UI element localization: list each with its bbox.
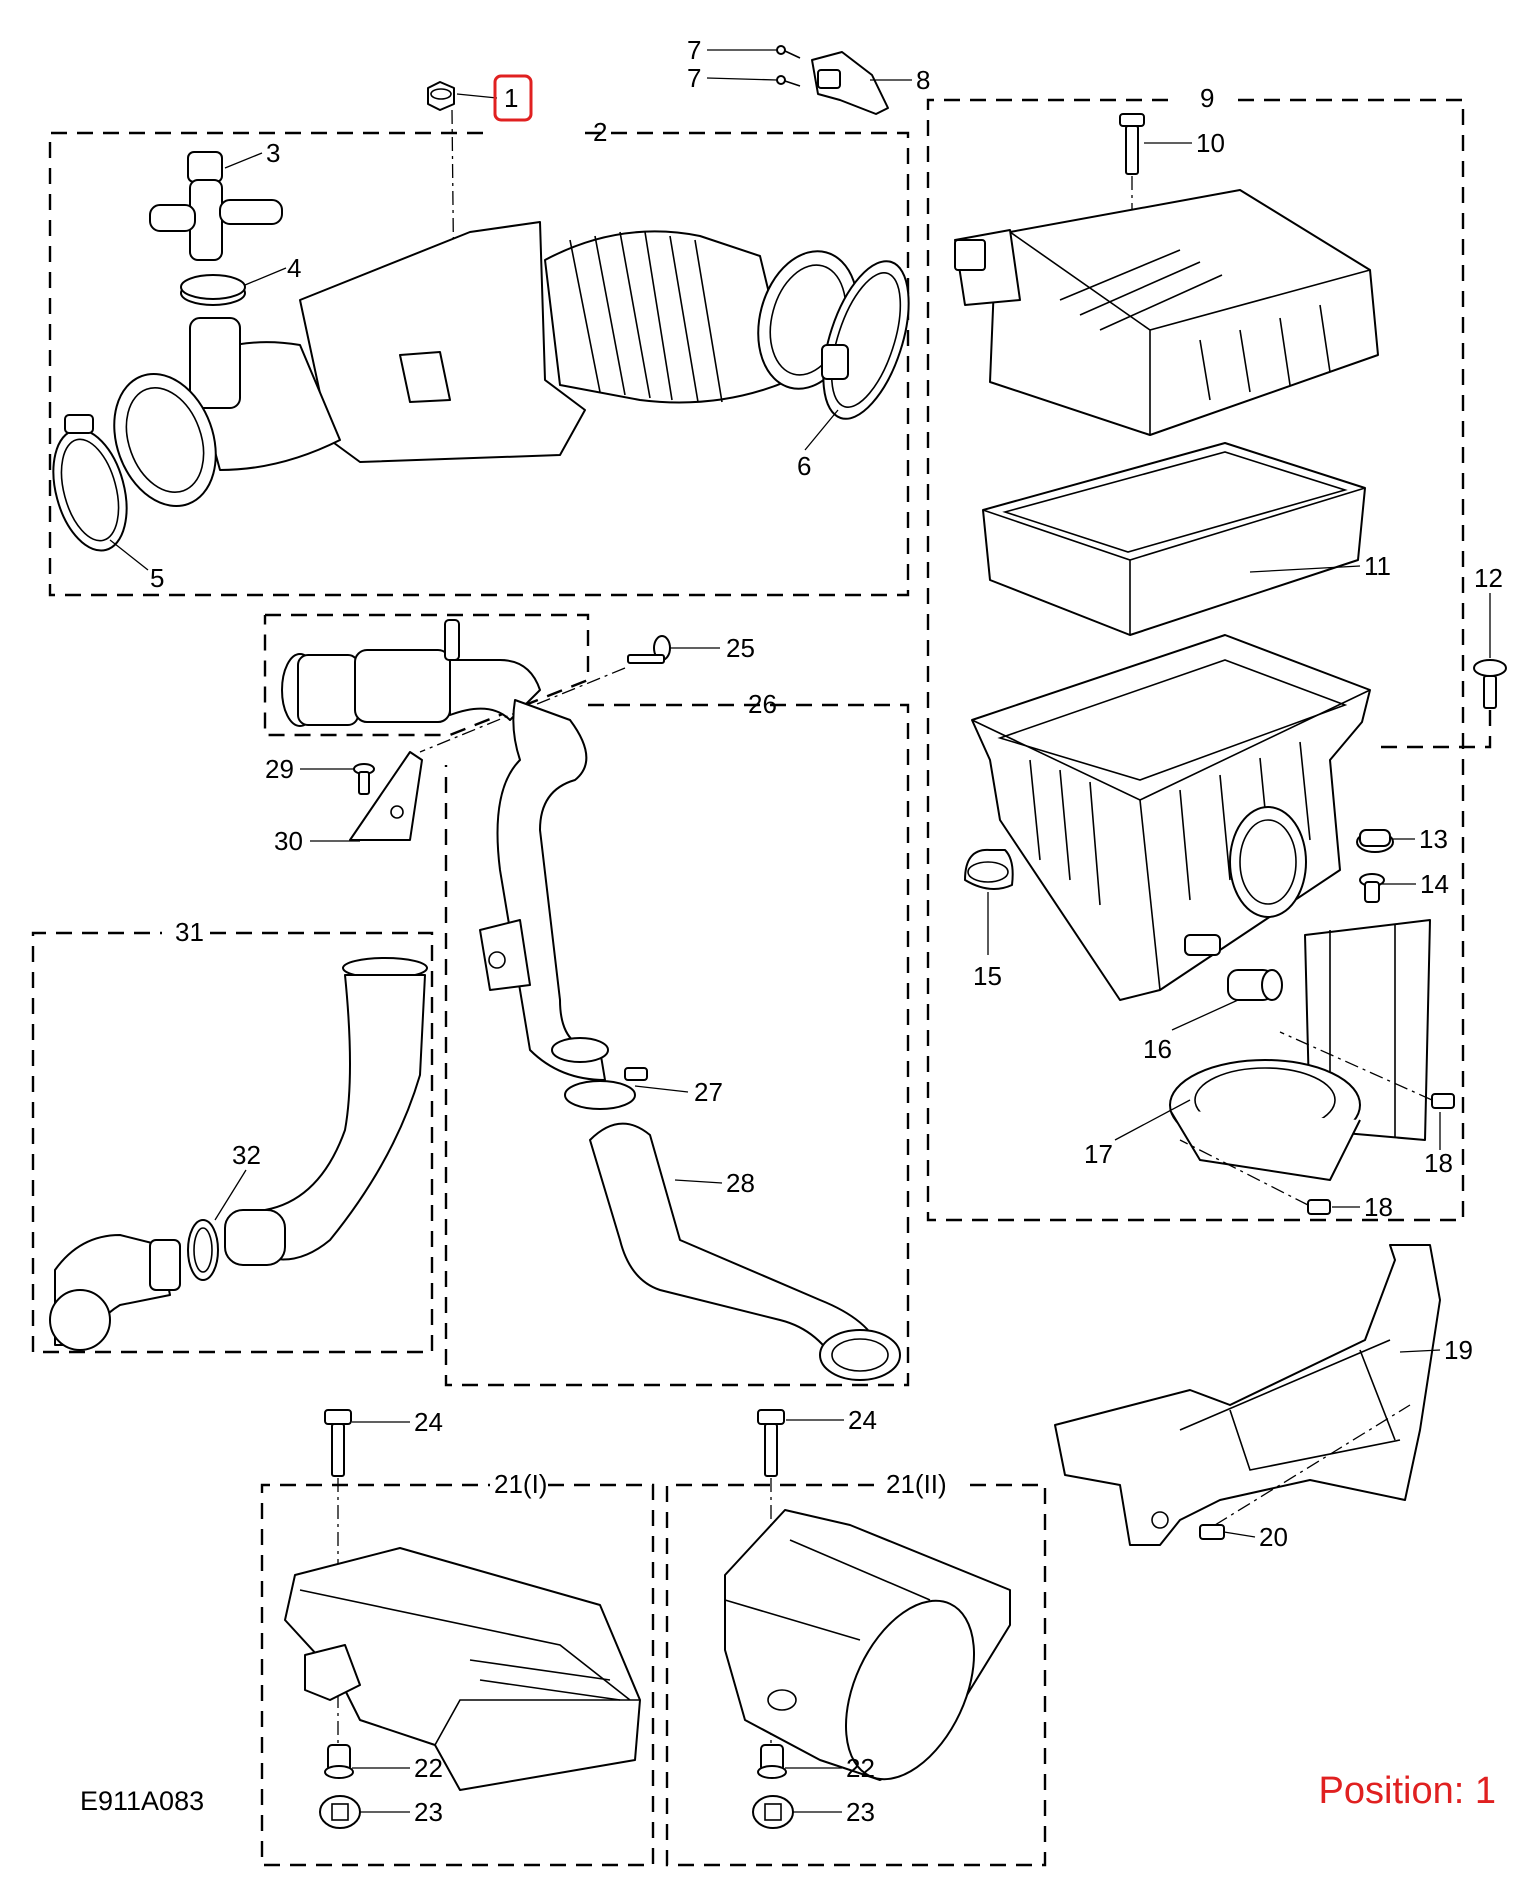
- callout-17[interactable]: 17: [1084, 1139, 1113, 1169]
- hose-part-31: [224, 957, 428, 1266]
- frame-26: [444, 703, 910, 1387]
- callout-3[interactable]: 3: [266, 138, 280, 168]
- screws-part-7: [776, 45, 801, 87]
- callout-18-upper[interactable]: 18: [1424, 1148, 1453, 1178]
- clamp-part-32: [187, 1219, 219, 1281]
- nut-part-23-left: [319, 1795, 361, 1829]
- callout-13[interactable]: 13: [1419, 824, 1448, 854]
- callout-1[interactable]: 1: [504, 83, 518, 113]
- grommet-part-22-left: [324, 1744, 354, 1779]
- grommet-part-22-right: [757, 1744, 787, 1779]
- callout-26[interactable]: 26: [748, 689, 777, 719]
- diagram-code: E911A083: [80, 1786, 205, 1816]
- callout-21-ii[interactable]: 21(II): [886, 1469, 947, 1499]
- callout-7-lower[interactable]: 7: [687, 63, 701, 93]
- bolt-part-12: [1473, 659, 1507, 709]
- pipe-part-26: [479, 699, 609, 1081]
- callout-9[interactable]: 9: [1200, 83, 1214, 113]
- frame-9: [926, 98, 1465, 1222]
- callout-30[interactable]: 30: [274, 826, 303, 856]
- resonator-part-17: [1169, 919, 1431, 1181]
- callout-labels: 1 2 3 4 5 6 7 7 8 9 10 11 12 13 14 15 16…: [150, 35, 1503, 1827]
- clamp-part-5: [52, 414, 128, 552]
- air-cleaner-cover: [954, 189, 1379, 436]
- air-cleaner-housing: [971, 634, 1371, 1001]
- callout-4[interactable]: 4: [287, 253, 301, 283]
- bracket-part-30: [349, 751, 423, 841]
- position-highlight-box: [493, 74, 533, 122]
- callout-29[interactable]: 29: [265, 754, 294, 784]
- callout-23-right[interactable]: 23: [846, 1797, 875, 1827]
- bolt-part-18-upper: [1279, 1031, 1455, 1109]
- grommet-part-13: [1356, 829, 1394, 853]
- callout-27[interactable]: 27: [694, 1077, 723, 1107]
- clamp-part-27: [564, 1067, 648, 1110]
- frame-31: [31, 931, 434, 1354]
- callout-8[interactable]: 8: [916, 65, 930, 95]
- callout-15[interactable]: 15: [973, 961, 1002, 991]
- sensor-part-8: [811, 51, 889, 115]
- screw-part-25: [627, 635, 671, 664]
- callout-14[interactable]: 14: [1420, 869, 1449, 899]
- frame-2: [48, 131, 910, 597]
- callout-5[interactable]: 5: [150, 563, 164, 593]
- bolt-part-18-lower: [1179, 1139, 1331, 1215]
- callout-12[interactable]: 12: [1474, 563, 1503, 593]
- callout-10[interactable]: 10: [1196, 128, 1225, 158]
- elbow-part-31: [49, 1234, 181, 1351]
- clamp-part-6: [821, 260, 910, 420]
- filter-element-part-11: [982, 442, 1366, 636]
- callout-18-lower[interactable]: 18: [1364, 1192, 1393, 1222]
- callout-32[interactable]: 32: [232, 1140, 261, 1170]
- bolt-part-29: [353, 763, 375, 795]
- callout-7-upper[interactable]: 7: [687, 35, 701, 65]
- intake-hose-assembly: [281, 619, 541, 727]
- callout-25[interactable]: 25: [726, 633, 755, 663]
- frame-12-bracket: [1375, 710, 1492, 749]
- callout-24-right[interactable]: 24: [848, 1405, 877, 1435]
- callout-21-i[interactable]: 21(I): [494, 1469, 547, 1499]
- callout-22-left[interactable]: 22: [414, 1753, 443, 1783]
- ring-part-4: [180, 274, 246, 306]
- callout-11[interactable]: 11: [1364, 551, 1391, 581]
- callout-23-left[interactable]: 23: [414, 1797, 443, 1827]
- callout-24-left[interactable]: 24: [414, 1407, 443, 1437]
- connector-part-3: [149, 151, 283, 261]
- frame-21-i: [260, 1483, 655, 1867]
- leader-lines: [109, 49, 1491, 1813]
- callout-31[interactable]: 31: [175, 917, 204, 947]
- callout-6[interactable]: 6: [797, 451, 811, 481]
- duct-part-21-i: [284, 1547, 641, 1791]
- bracket-part-19: [1054, 1244, 1441, 1546]
- position-indicator: Position: 1: [1318, 1770, 1496, 1812]
- frame-group-top-left: [263, 613, 590, 737]
- grommet-part-15: [964, 848, 1014, 890]
- callout-19[interactable]: 19: [1444, 1335, 1473, 1365]
- frame-21-ii: [665, 1483, 1047, 1867]
- callout-22-right[interactable]: 22: [846, 1753, 875, 1783]
- bolt-part-20: [1199, 1404, 1411, 1540]
- nut-part-23-right: [752, 1795, 794, 1829]
- callout-16[interactable]: 16: [1143, 1034, 1172, 1064]
- callout-28[interactable]: 28: [726, 1168, 755, 1198]
- air-duct-part-2: [113, 221, 859, 507]
- duct-part-21-ii: [724, 1509, 1011, 1781]
- callout-20[interactable]: 20: [1259, 1522, 1288, 1552]
- group-frames: [31, 98, 1492, 1867]
- pin-part-14: [1359, 873, 1385, 903]
- callout-2[interactable]: 2: [593, 117, 607, 147]
- hose-part-28: [589, 1122, 901, 1381]
- mount-part-16: [1227, 969, 1283, 1001]
